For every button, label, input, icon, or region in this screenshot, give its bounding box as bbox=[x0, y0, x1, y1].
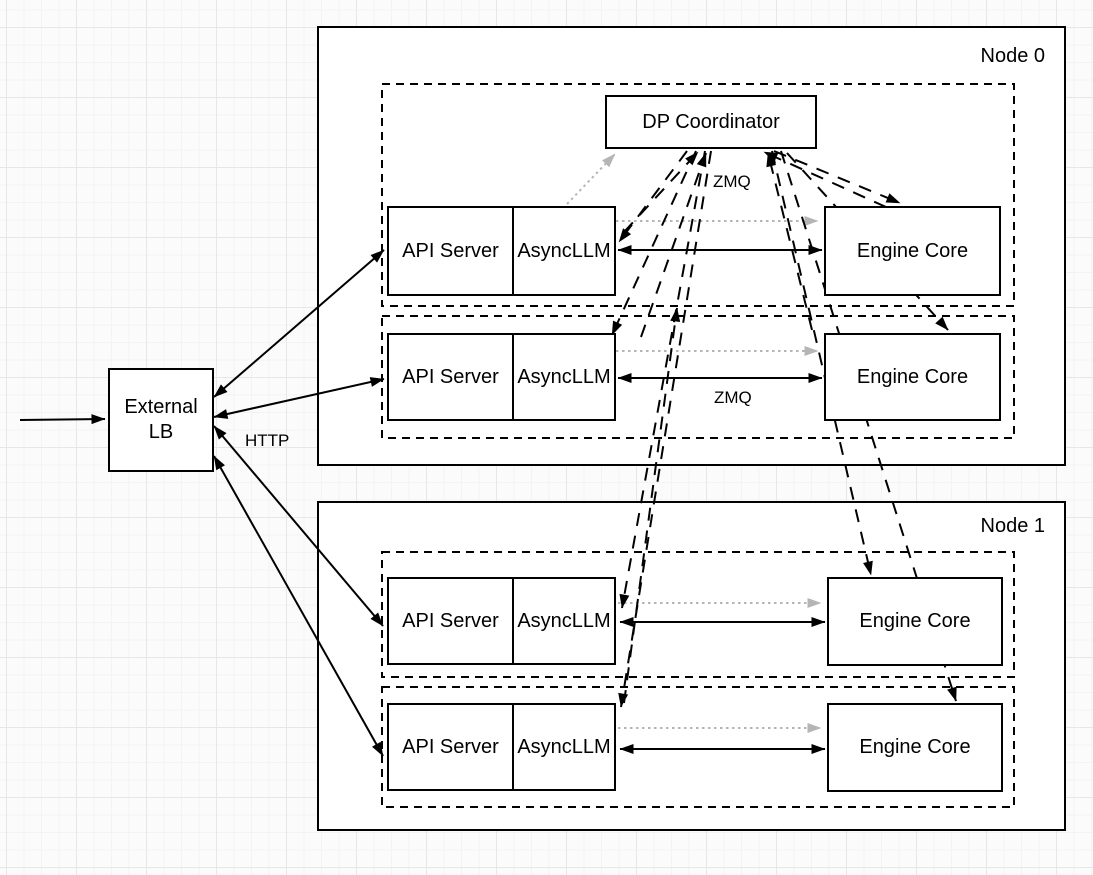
edge-dp-to-enginecore3-dashed bbox=[771, 150, 873, 576]
node0-title: Node 0 bbox=[980, 45, 1046, 67]
api-server-4-label: API Server bbox=[402, 735, 499, 758]
dp-coordinator-box: DP Coordinator bbox=[605, 95, 817, 149]
engine-core-2-box: Engine Core bbox=[824, 333, 1001, 421]
api-server-1-label: API Server bbox=[402, 239, 499, 262]
edge-asyncllm2-to-dp-dashed bbox=[640, 152, 707, 338]
engine-core-3-label: Engine Core bbox=[859, 610, 971, 632]
asyncllm-3-cell: AsyncLLM bbox=[512, 579, 614, 663]
engine-core-1-box: Engine Core bbox=[824, 206, 1001, 296]
node0-group1-dashed-box bbox=[381, 83, 1015, 307]
zmq-label-bottom: ZMQ bbox=[712, 388, 754, 408]
asyncllm-1-label: AsyncLLM bbox=[517, 239, 611, 262]
edge-dp-to-asyncllm3-dashed bbox=[619, 150, 706, 609]
api-server-4-cell: API Server bbox=[389, 705, 512, 789]
api-server-1-cell: API Server bbox=[389, 208, 512, 294]
asyncllm-4-cell: AsyncLLM bbox=[512, 705, 614, 789]
node1-row2-api-asyncllm-box: API Server AsyncLLM bbox=[387, 703, 616, 791]
external-lb-box: External LB bbox=[108, 368, 214, 472]
edge-lb-api-server-4 bbox=[213, 455, 384, 757]
edge-enginecore2-to-dp-dashed bbox=[766, 152, 813, 331]
asyncllm-2-cell: AsyncLLM bbox=[512, 335, 614, 419]
edge-lb-api-server-2 bbox=[213, 377, 385, 419]
node1-row1-api-asyncllm-box: API Server AsyncLLM bbox=[387, 577, 616, 665]
api-server-2-label: API Server bbox=[402, 365, 499, 388]
engine-core-4-label: Engine Core bbox=[859, 736, 971, 758]
node1-title: Node 1 bbox=[980, 515, 1046, 537]
external-lb-label: External LB bbox=[124, 396, 198, 443]
engine-core-4-box: Engine Core bbox=[827, 703, 1003, 792]
edge-dp-to-asyncllm1-dashed bbox=[618, 150, 688, 243]
edge-client-to-lb bbox=[19, 414, 106, 425]
api-server-3-label: API Server bbox=[402, 609, 499, 632]
edge-asyncllm1-to-dp-dashed bbox=[623, 151, 699, 233]
zmq-label-top: ZMQ bbox=[711, 172, 753, 192]
asyncllm-4-label: AsyncLLM bbox=[517, 735, 611, 758]
asyncllm-3-label: AsyncLLM bbox=[517, 609, 611, 632]
api-server-3-cell: API Server bbox=[389, 579, 512, 663]
http-label: HTTP bbox=[245, 431, 290, 450]
node0-row1-api-asyncllm-box: API Server AsyncLLM bbox=[387, 206, 616, 296]
edge-asyncllm4-to-group1-dashed bbox=[623, 307, 681, 704]
engine-core-1-label: Engine Core bbox=[856, 239, 969, 262]
engine-core-3-box: Engine Core bbox=[827, 577, 1003, 666]
edge-dp-to-asyncllm2-dashed bbox=[611, 150, 697, 336]
engine-core-2-label: Engine Core bbox=[856, 365, 969, 388]
node1-group1-dashed-box bbox=[381, 551, 1015, 678]
dp-coordinator-label: DP Coordinator bbox=[642, 110, 780, 133]
node0-row2-api-asyncllm-box: API Server AsyncLLM bbox=[387, 333, 616, 421]
asyncllm-2-label: AsyncLLM bbox=[517, 365, 611, 388]
edge-dp-to-asyncllm4-dashed bbox=[618, 150, 712, 708]
asyncllm-1-cell: AsyncLLM bbox=[512, 208, 614, 294]
api-server-2-cell: API Server bbox=[389, 335, 512, 419]
edge-dp-to-enginecore4-dashed bbox=[780, 150, 957, 702]
edge-lb-api-server-1 bbox=[213, 249, 385, 398]
